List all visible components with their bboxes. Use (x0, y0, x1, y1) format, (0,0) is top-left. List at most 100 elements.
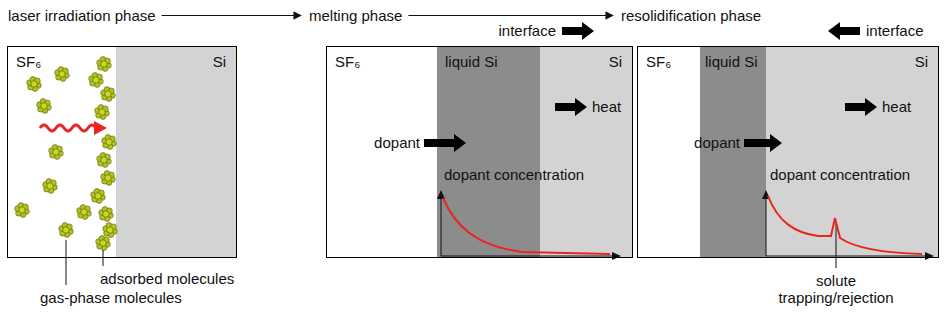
text-slot: liquid Si (445, 53, 498, 70)
region-fill (700, 47, 766, 257)
molecule (101, 87, 116, 102)
axis-head (612, 252, 621, 260)
text-slot: heat (882, 98, 911, 115)
annotation: interface (498, 22, 556, 39)
molecule (102, 135, 117, 150)
text-slot: Si (213, 53, 226, 70)
annotation: dopant (374, 134, 420, 151)
annotation: heat (592, 98, 621, 115)
region-label: Si (915, 53, 928, 70)
gas-label: SF₆ (335, 53, 360, 70)
concentration-curve (443, 198, 610, 254)
molecule (59, 223, 74, 238)
axis (766, 256, 927, 257)
annotation: dopant (694, 134, 740, 151)
annotation: dopant concentration (444, 166, 584, 183)
region-label: Si (609, 53, 622, 70)
text-slot: gas-phase molecules (40, 289, 182, 306)
annotation: gas-phase molecules (40, 289, 182, 306)
gas-label: SF₆ (646, 53, 671, 70)
molecule (95, 105, 110, 120)
text-slot: dopant concentration (444, 166, 584, 183)
phase-heading: resolidification phase (621, 7, 761, 24)
text-slot: laser irradiation phase (8, 7, 156, 24)
molecule (96, 236, 111, 251)
text-slot: SF₆ (646, 53, 671, 70)
molecule (99, 207, 114, 222)
text-slot: interface (866, 22, 924, 39)
leader-line (103, 250, 104, 266)
molecule (97, 57, 112, 72)
laser-wave (40, 125, 96, 131)
text-slot: heat (592, 98, 621, 115)
molecule (101, 171, 116, 186)
liquid-silicon-region: liquid Si (700, 47, 766, 257)
text-slot: melting phase (309, 7, 402, 24)
annotation: adsorbed molecules (100, 270, 234, 287)
axis-head (925, 252, 934, 260)
text-slot: dopant (694, 134, 740, 151)
concentration-curve (768, 196, 922, 254)
block-arrow (828, 22, 860, 40)
molecule (27, 77, 42, 92)
region-fill (540, 47, 632, 257)
liquid-silicon-region: liquid Si (437, 47, 540, 257)
axis-head (437, 190, 445, 199)
axis (766, 196, 767, 256)
text-slot: resolidification phase (621, 7, 761, 24)
annotation: dopant concentration (770, 166, 910, 183)
silicon-region: Si (116, 47, 236, 257)
gas-label: SF₆ (16, 53, 41, 70)
text-slot: Si (915, 53, 928, 70)
text-slot: adsorbed molecules (100, 270, 234, 287)
region-fill (766, 47, 938, 257)
block-arrow (845, 98, 877, 116)
silicon-region: Si (540, 47, 632, 257)
block-arrow (424, 134, 466, 152)
molecule (91, 189, 106, 204)
text-slot: SF₆ (335, 53, 360, 70)
axis (441, 196, 442, 256)
molecule (89, 73, 104, 88)
annotation: heat (882, 98, 911, 115)
region-label: liquid Si (445, 53, 498, 70)
text-slot: interface (498, 22, 556, 39)
phase-heading: melting phase (309, 7, 402, 24)
text-slot: liquid Si (705, 53, 758, 70)
text-slot: dopant concentration (770, 166, 910, 183)
phase-heading: laser irradiation phase (8, 7, 156, 24)
region-fill (437, 47, 540, 257)
region-label: liquid Si (705, 53, 758, 70)
leader-line (836, 224, 837, 268)
annotation: interface (866, 22, 924, 39)
block-arrow (562, 22, 594, 40)
silicon-region: Si (766, 47, 938, 257)
text-slot: SF₆ (16, 53, 41, 70)
molecule (49, 145, 64, 160)
molecule (37, 99, 52, 114)
block-arrow (555, 98, 587, 116)
molecule (55, 67, 70, 82)
phase-arrow (408, 15, 613, 16)
axis (441, 256, 614, 257)
annotation: solute trapping/rejection (778, 272, 893, 306)
molecule (43, 179, 58, 194)
text-slot: solute trapping/rejection (766, 272, 906, 306)
region-fill (116, 47, 236, 257)
molecule (103, 223, 118, 238)
molecule (15, 203, 30, 218)
region-fills (116, 47, 938, 257)
region-label: Si (213, 53, 226, 70)
leader-line (66, 240, 67, 285)
molecule (97, 153, 112, 168)
laser-head (94, 121, 107, 135)
phase-panel: melting phaseSF₆liquid SiSi (326, 46, 633, 258)
text-slot: Si (609, 53, 622, 70)
text-slot: dopant (374, 134, 420, 151)
molecule (77, 205, 92, 220)
phase-arrow (162, 15, 301, 16)
block-arrow (744, 134, 782, 152)
sf6-molecules (15, 57, 118, 251)
phase-panel: laser irradiation phaseSF₆Si (7, 46, 237, 258)
